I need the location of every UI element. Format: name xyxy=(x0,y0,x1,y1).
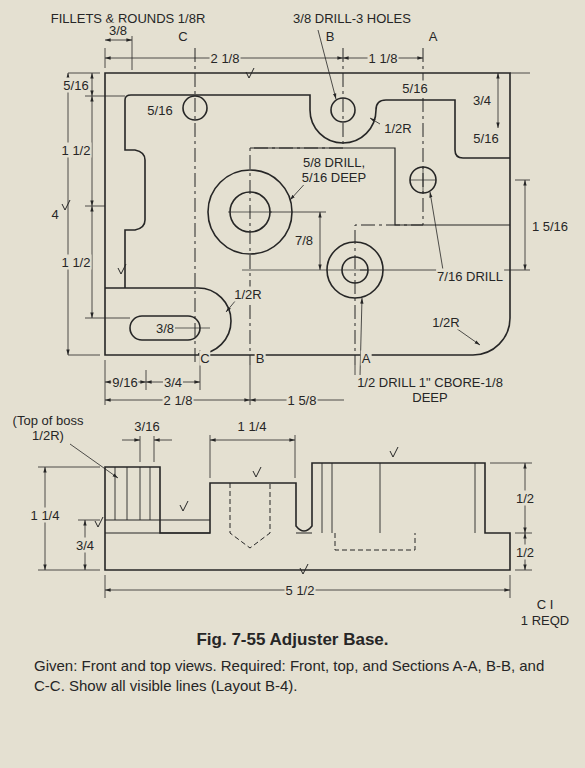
figure-title: Fig. 7-55 Adjuster Base. xyxy=(0,630,585,650)
drill-note: 1/2 DRILL 1" CBORE-1/8 DEEP xyxy=(344,375,516,405)
finish-marks xyxy=(62,68,398,574)
dimension-lines xyxy=(92,206,93,318)
cutting-plane-lines xyxy=(195,48,423,365)
dimension: 9/16 xyxy=(111,375,138,390)
radius-label: 1/2R xyxy=(431,315,460,330)
cutting-plane-lines xyxy=(250,48,343,365)
front-dimension-lines xyxy=(154,440,172,441)
front-view xyxy=(105,463,510,570)
dimension-lines xyxy=(320,212,321,270)
dimension-lines xyxy=(92,96,93,206)
dimension: 1/2 xyxy=(515,545,535,560)
section-letter: A xyxy=(428,29,439,44)
dimension: 4 xyxy=(50,207,59,222)
top-view xyxy=(250,148,510,225)
dimension: 1 1/8 xyxy=(368,51,399,66)
top-view xyxy=(125,100,145,288)
leader-lines xyxy=(370,118,380,124)
dimension: 1 1/4 xyxy=(30,508,61,523)
dimension: 3/4 xyxy=(75,538,95,553)
radius-label: 1/2R xyxy=(383,121,412,136)
note: (Top of boss 1/2R) xyxy=(7,413,89,443)
dimension: 5 1/2 xyxy=(285,583,316,598)
material-note: C I xyxy=(536,597,555,612)
dimension-lines xyxy=(105,40,132,41)
drill-note: 3/8 DRILL-3 HOLES xyxy=(292,11,412,26)
front-view xyxy=(105,520,312,533)
drill-note: 5/8 DRILL, 5/16 DEEP xyxy=(293,155,375,185)
front-view xyxy=(230,483,270,548)
dimension: 2 1/8 xyxy=(163,393,194,408)
dimension: 1 1/2 xyxy=(61,255,92,270)
dimension: 3/4 xyxy=(163,375,183,390)
dimension-lines xyxy=(498,73,499,128)
dimension: 2 1/8 xyxy=(210,51,241,66)
dimension: 1 1/2 xyxy=(61,143,92,158)
quantity-note: 1 REQD xyxy=(520,613,570,628)
dimension: 1 5/8 xyxy=(287,393,318,408)
dimension-lines xyxy=(270,212,326,213)
dimension: 1 1/4 xyxy=(237,419,268,434)
dimension: 7/8 xyxy=(294,233,314,248)
dimension: 5/16 xyxy=(62,78,89,93)
dimension: 5/16 xyxy=(472,131,499,146)
dimension-lines xyxy=(85,96,130,318)
top-view xyxy=(105,73,510,355)
finish-marks xyxy=(62,68,398,574)
leader-lines xyxy=(226,300,236,312)
drill-note: 7/16 DRILL xyxy=(436,269,504,284)
dimension-lines xyxy=(68,73,69,355)
top-view xyxy=(105,73,510,355)
dimension-lines xyxy=(68,48,530,405)
cutting-plane-lines xyxy=(355,48,423,365)
section-letter: C xyxy=(177,29,188,44)
section-letter: A xyxy=(361,351,372,366)
radius-label: 1/2R xyxy=(233,287,262,302)
leader-lines xyxy=(70,30,480,478)
section-letter: C xyxy=(199,351,210,366)
figure-caption: Given: Front and top views. Required: Fr… xyxy=(34,656,554,696)
dimension: 1 5/16 xyxy=(531,219,569,234)
dimension-lines xyxy=(68,36,530,405)
section-letter: B xyxy=(325,29,336,44)
front-view xyxy=(115,467,150,520)
leader-lines xyxy=(70,444,118,478)
dimension: 1/2 xyxy=(515,491,535,506)
dimension-lines xyxy=(146,350,200,390)
front-view xyxy=(105,463,510,570)
dimension: 3/8 xyxy=(108,23,128,38)
dimension: 5/16 xyxy=(401,81,428,96)
front-dimension-lines xyxy=(38,463,532,598)
front-view xyxy=(322,463,475,533)
front-dimension-lines xyxy=(210,440,295,441)
front-view xyxy=(335,533,415,550)
dimension: 5/16 xyxy=(146,103,173,118)
dimension-lines xyxy=(132,36,133,70)
dimension: 3/16 xyxy=(133,419,160,434)
front-dimension-lines xyxy=(122,440,140,441)
dimension: 3/4 xyxy=(472,93,492,108)
dimension-lines xyxy=(525,180,526,270)
section-letter: B xyxy=(255,351,266,366)
dimension-lines xyxy=(92,73,93,96)
front-dimension-lines xyxy=(38,435,532,598)
dimension: 3/8 xyxy=(155,321,175,336)
center-lines xyxy=(165,167,436,328)
front-dimension-lines xyxy=(140,435,295,478)
cutting-plane-lines xyxy=(195,48,196,365)
top-view xyxy=(105,288,231,354)
center-lines xyxy=(165,167,436,328)
